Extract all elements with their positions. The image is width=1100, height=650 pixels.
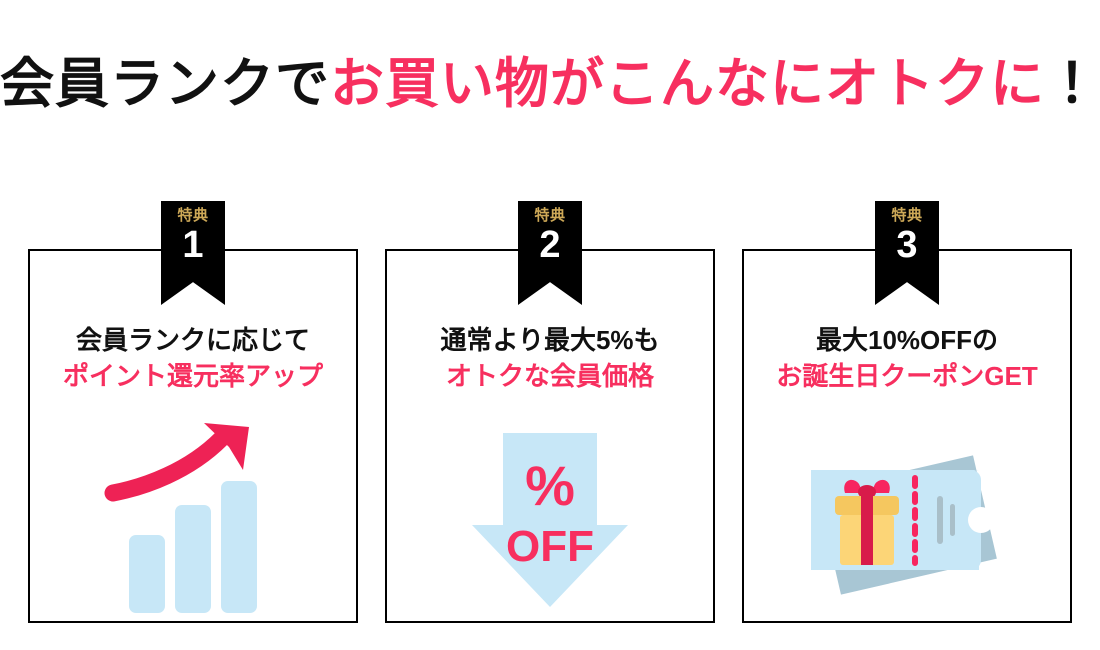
growth-chart-icon: [30, 415, 356, 615]
gift-coupon-ticket-icon: [744, 415, 1070, 615]
benefit-card-3: 特典 3 最大10%OFFの お誕生日クーポンGET: [742, 201, 1072, 623]
benefit-line2-3: お誕生日クーポンGET: [776, 360, 1038, 391]
headline-segment-black-2: ！: [1045, 54, 1100, 114]
percent-off-arrow-icon: % OFF: [387, 415, 713, 615]
benefit-text-3: 最大10%OFFの お誕生日クーポンGET: [744, 323, 1070, 395]
gift-box-icon: [835, 479, 899, 565]
benefit-line1-2: 通常より最大5%も: [440, 325, 660, 355]
ribbon-badge-2: 特典 2: [518, 201, 582, 305]
page-title: 会員ランクでお買い物がこんなにオトクに！: [0, 57, 1100, 111]
ribbon-label-3: 特典: [891, 207, 923, 224]
ribbon-number-2: 2: [539, 224, 561, 266]
benefit-line2-1: ポイント還元率アップ: [62, 360, 323, 391]
benefit-text-2: 通常より最大5%も オトクな会員価格: [387, 323, 713, 395]
benefit-line1-3: 最大10%OFFの: [815, 325, 999, 355]
ribbon-label-1: 特典: [177, 207, 209, 224]
benefit-card-list: 特典 1 会員ランクに応じて ポイント還元率アップ: [28, 201, 1072, 623]
benefit-card-1: 特典 1 会員ランクに応じて ポイント還元率アップ: [28, 201, 358, 623]
benefit-text-1: 会員ランクに応じて ポイント還元率アップ: [30, 323, 356, 395]
headline-segment-pink: お買い物がこんなにオトクに: [330, 54, 1045, 114]
percent-symbol-text: %: [525, 454, 575, 517]
ribbon-badge-3: 特典 3: [875, 201, 939, 305]
ribbon-badge-1: 特典 1: [161, 201, 225, 305]
off-label-text: OFF: [506, 522, 594, 571]
benefit-line2-2: オトクな会員価格: [445, 360, 654, 391]
benefit-card-2: 特典 2 通常より最大5%も オトクな会員価格 % OFF: [385, 201, 715, 623]
ribbon-number-1: 1: [182, 224, 204, 266]
benefit-line1-1: 会員ランクに応じて: [75, 325, 310, 355]
headline-segment-black-1: 会員ランクで: [0, 54, 330, 114]
ribbon-label-2: 特典: [534, 207, 566, 224]
ribbon-number-3: 3: [896, 224, 918, 266]
